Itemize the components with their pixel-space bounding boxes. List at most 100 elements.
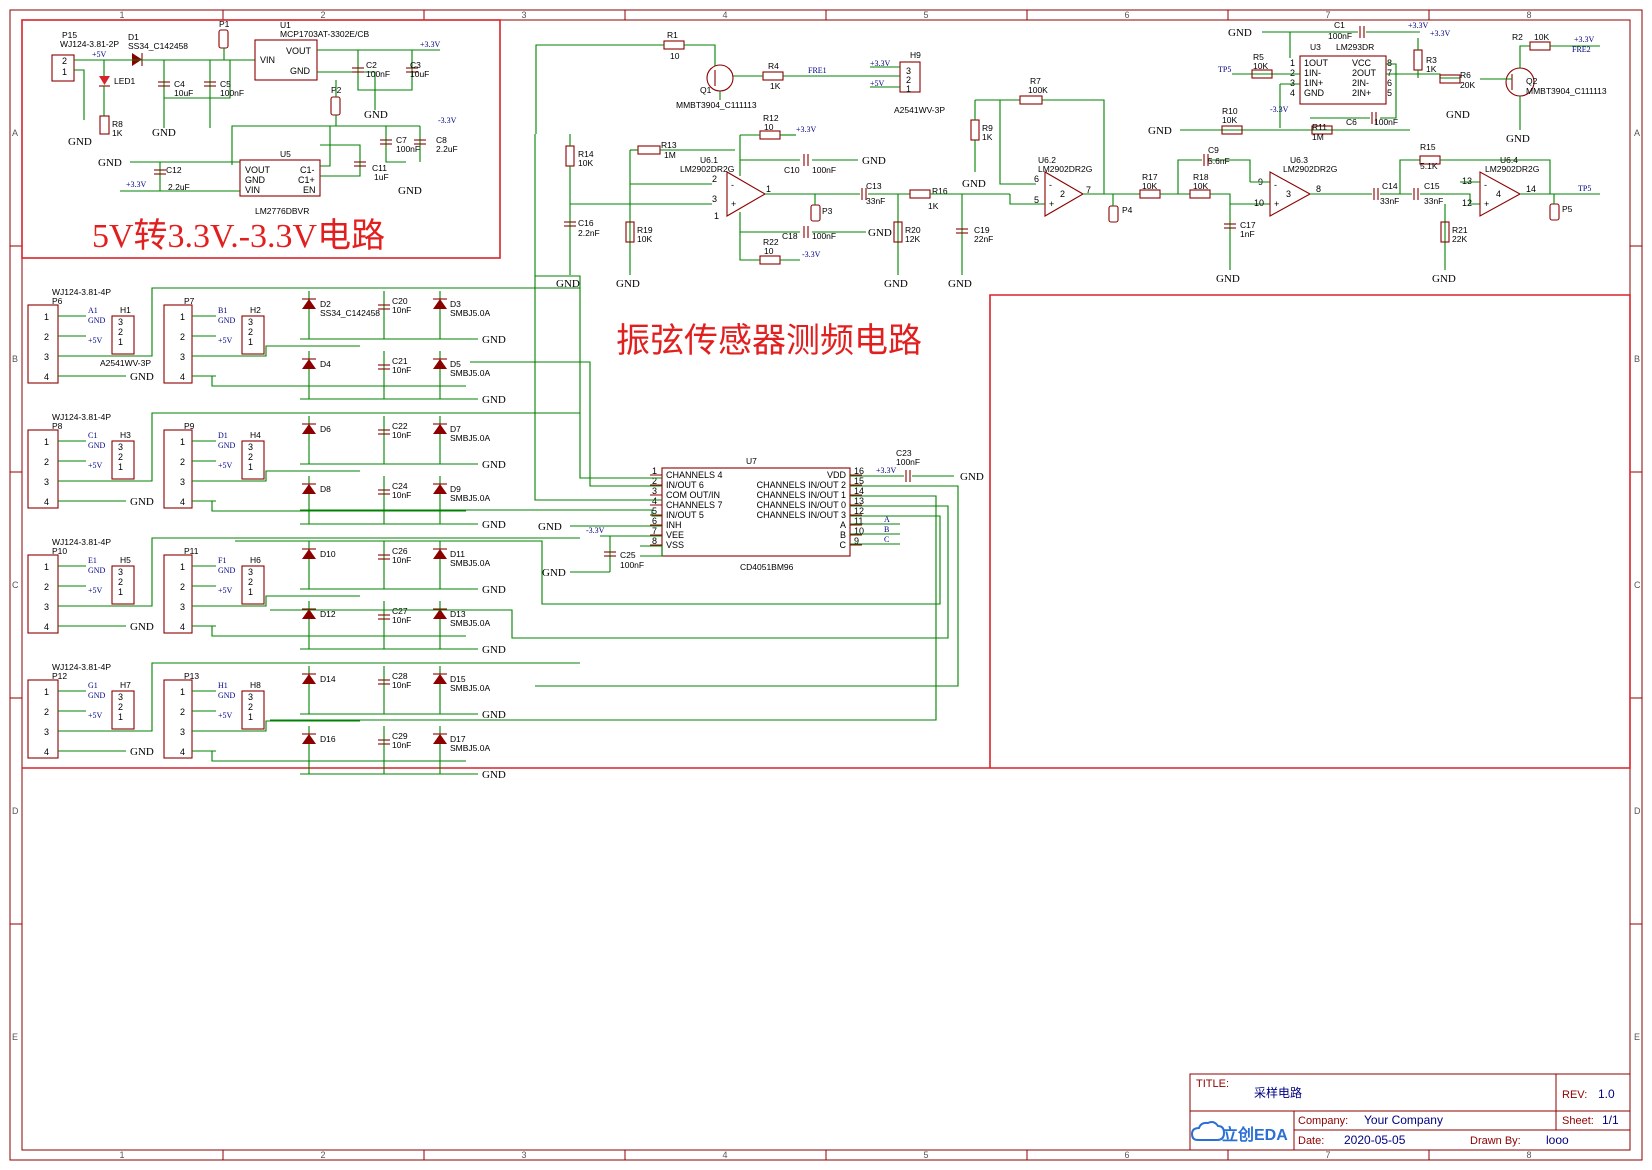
r19-ref: R19 bbox=[637, 225, 653, 235]
inner-connector-ref: P7 bbox=[184, 296, 195, 306]
c8-ref: C8 bbox=[436, 135, 447, 145]
pin-number: 3 bbox=[118, 567, 123, 577]
mux-pin-number: 7 bbox=[652, 526, 657, 536]
mux-pin-name: COM OUT/IN bbox=[666, 490, 720, 500]
pin-number: 4 bbox=[44, 372, 49, 382]
header-ref: H3 bbox=[120, 430, 131, 440]
r5-value: 10K bbox=[1253, 61, 1268, 71]
drawn-by-value: looo bbox=[1546, 1133, 1569, 1147]
cloud-logo-icon bbox=[1190, 1121, 1226, 1141]
tvs-ref: D15 bbox=[450, 674, 466, 684]
header-ref: H2 bbox=[250, 305, 261, 315]
net-m3v3-label: -3.3V bbox=[586, 526, 605, 535]
diode-ref: D10 bbox=[320, 549, 336, 559]
svg-text:6: 6 bbox=[1387, 78, 1392, 88]
pin-number: 1 bbox=[180, 312, 185, 322]
header-ref: H8 bbox=[250, 680, 261, 690]
pin-number: 2 bbox=[248, 702, 253, 712]
c25-value: 100nF bbox=[620, 560, 644, 570]
zone-row-label: D bbox=[1634, 806, 1641, 816]
outer-connector-value: WJ124-3.81-4P bbox=[52, 662, 111, 672]
inner-connector-ref: P11 bbox=[184, 546, 199, 556]
pin-number: 3 bbox=[44, 727, 49, 737]
r22-value: 10 bbox=[764, 246, 774, 256]
outer-connector-value: WJ124-3.81-4P bbox=[52, 287, 111, 297]
r17-value: 10K bbox=[1142, 181, 1157, 191]
pin-number: 3 bbox=[180, 727, 185, 737]
tvs-value: SMBJ5.0A bbox=[450, 493, 490, 503]
outer-connector-ref: P6 bbox=[52, 296, 63, 306]
svg-text:8: 8 bbox=[1316, 184, 1321, 194]
c15-ref: C15 bbox=[1424, 181, 1440, 191]
pin-number: 2 bbox=[44, 457, 49, 467]
cap-value: 10nF bbox=[392, 615, 411, 625]
c10-ref: C10 bbox=[784, 165, 800, 175]
mux-pin-number: 13 bbox=[854, 496, 864, 506]
svg-text:-: - bbox=[1274, 180, 1277, 190]
tp5-label: TP5 bbox=[1578, 184, 1591, 193]
mux-pin-name: VSS bbox=[666, 540, 684, 550]
r3-ref: R3 bbox=[1426, 55, 1437, 65]
gnd-label: GND bbox=[868, 227, 892, 239]
pin-number: 2 bbox=[118, 702, 123, 712]
tvs-value: SMBJ5.0A bbox=[450, 433, 490, 443]
tvs-value: SMBJ5.0A bbox=[450, 618, 490, 628]
gnd-label: GND bbox=[1446, 109, 1470, 121]
gnd-label: GND bbox=[542, 567, 566, 579]
svg-text:7: 7 bbox=[1086, 185, 1091, 195]
c12-ref: C12 bbox=[166, 165, 182, 175]
pin-number: 2 bbox=[180, 457, 185, 467]
pin-number: 1 bbox=[248, 712, 253, 722]
sheet-label: Sheet: bbox=[1562, 1115, 1594, 1127]
u5-gnd-pin: GND bbox=[245, 175, 266, 185]
u3-pin-label: 2OUT bbox=[1352, 68, 1377, 78]
inner-connector-ref: P13 bbox=[184, 671, 199, 681]
u5-c1p-pin: C1+ bbox=[298, 175, 315, 185]
cap-value: 10nF bbox=[392, 490, 411, 500]
u61-value: LM2902DR2G bbox=[680, 164, 734, 174]
mux-pin-number: 2 bbox=[652, 476, 657, 486]
mux-pin-number: 12 bbox=[854, 506, 864, 516]
fre2-label: FRE2 bbox=[1572, 45, 1591, 54]
cap-value: 10nF bbox=[392, 680, 411, 690]
r17-ref: R17 bbox=[1142, 172, 1158, 182]
gnd-label: GND bbox=[1432, 273, 1456, 285]
tvs-ref: D3 bbox=[450, 299, 461, 309]
mux-pin-number: 1 bbox=[652, 466, 657, 476]
mux-sel-a-label: A bbox=[884, 515, 890, 524]
gnd-label: GND bbox=[556, 278, 580, 290]
company-label: Company: bbox=[1298, 1115, 1348, 1127]
cap-value: 10nF bbox=[392, 430, 411, 440]
pin-number: 3 bbox=[118, 317, 123, 327]
gnd-label: GND bbox=[364, 109, 388, 121]
sensor-section-border bbox=[22, 294, 1631, 769]
r13-value: 1M bbox=[664, 150, 676, 160]
zone-col-label: 1 bbox=[120, 10, 125, 20]
tvs-ref: D7 bbox=[450, 424, 461, 434]
mux-pin-name: CHANNELS IN/OUT 1 bbox=[757, 490, 846, 500]
q1-value: MMBT3904_C111113 bbox=[676, 100, 757, 110]
net-5v-label: +5V bbox=[218, 711, 233, 720]
zone-row-label: B bbox=[1634, 354, 1640, 364]
pin-number: 2 bbox=[180, 332, 185, 342]
outer-connector-ref: P12 bbox=[52, 671, 67, 681]
d1-ref: D1 bbox=[128, 32, 139, 42]
header-note: A2541WV-3P bbox=[100, 358, 151, 368]
c2-ref: C2 bbox=[366, 60, 377, 70]
r9-ref: R9 bbox=[982, 123, 993, 133]
zone-col-label: 5 bbox=[924, 1150, 929, 1160]
u3-pin-label: GND bbox=[1304, 88, 1325, 98]
net-5v-label: +5V bbox=[88, 336, 103, 345]
title-value: 采样电路 bbox=[1254, 1085, 1302, 1100]
net-m3v3-label: -3.3V bbox=[438, 116, 457, 125]
gnd-label: GND bbox=[962, 178, 986, 190]
p15-ref: P15 bbox=[62, 30, 77, 40]
cap-value: 10nF bbox=[392, 305, 411, 315]
mux-pin-name: C bbox=[840, 540, 847, 550]
c6-ref: C6 bbox=[1346, 117, 1357, 127]
connector-group: WJ124-3.81-4PP61234H1A1GND+5V321GNDA2541… bbox=[27, 287, 580, 387]
connector-group: WJ124-3.81-4PP81234H3C1GND+5V321GNDP9123… bbox=[27, 412, 580, 512]
c6-value: 100nF bbox=[1374, 117, 1398, 127]
tvs-ref: D13 bbox=[450, 609, 466, 619]
pin-number: 2 bbox=[248, 577, 253, 587]
